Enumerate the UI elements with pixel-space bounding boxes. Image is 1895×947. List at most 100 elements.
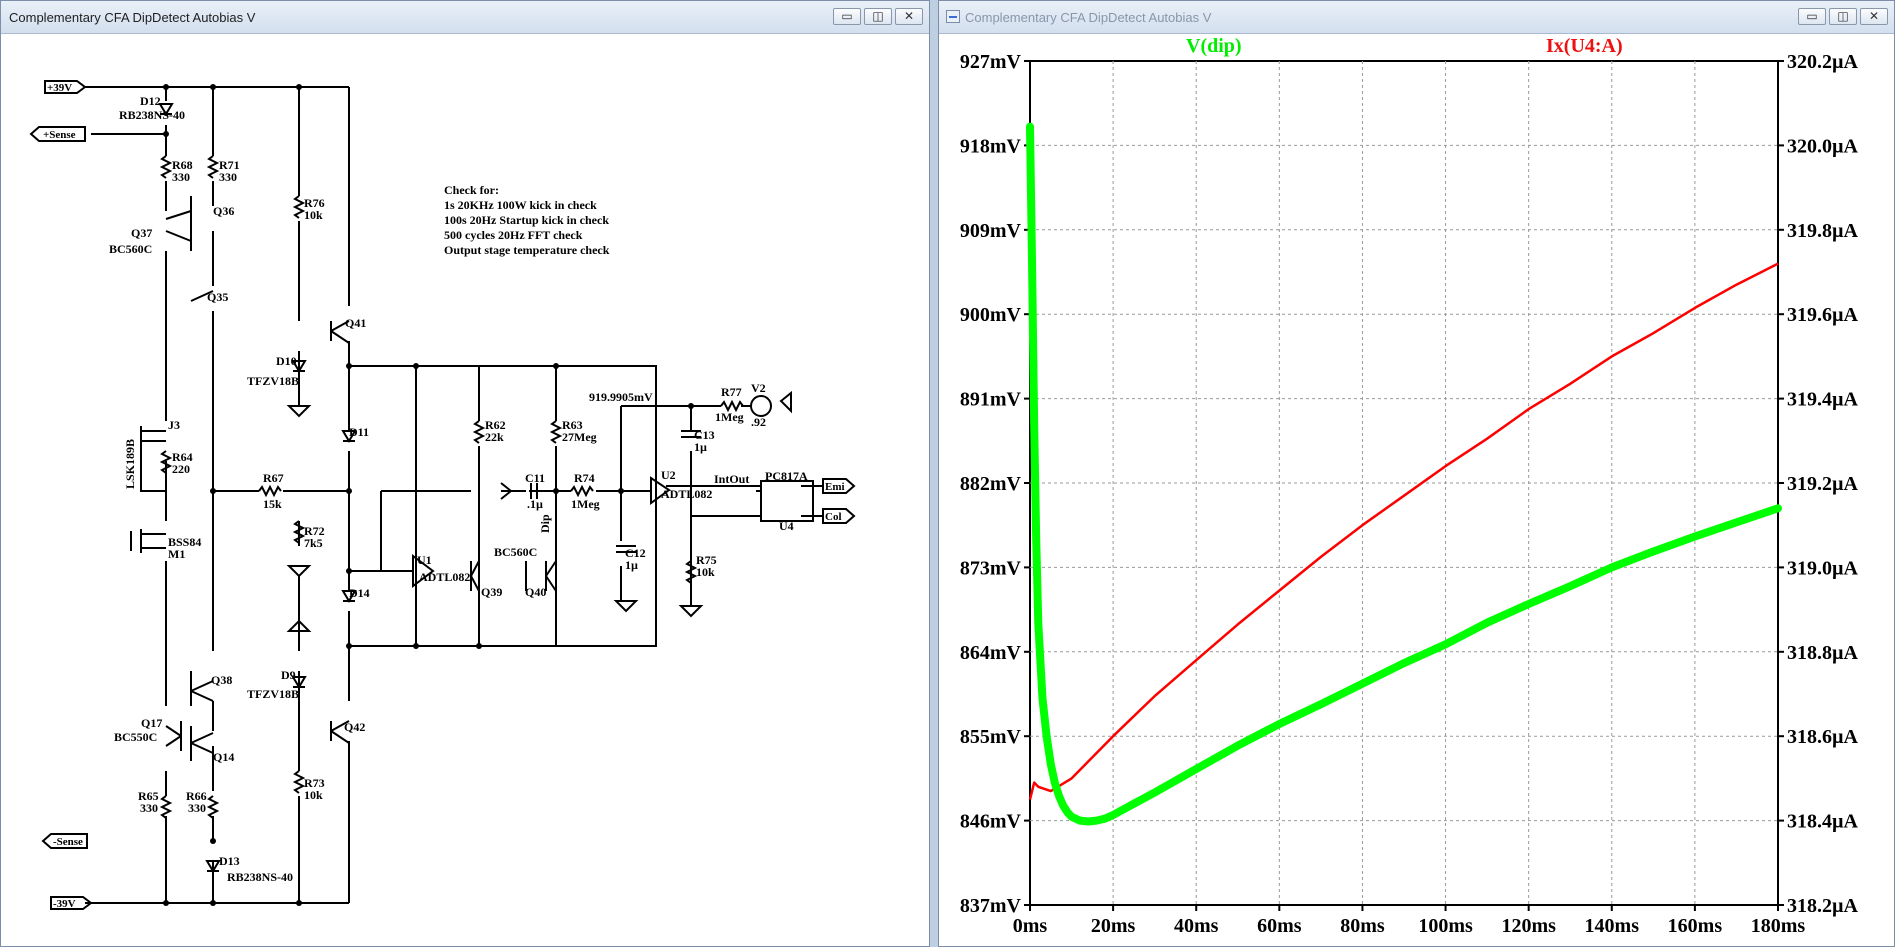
port-neg-supply: -39V: [53, 898, 76, 910]
y-right-tick-label: 319.6µA: [1787, 304, 1859, 326]
port-emi: Emi: [825, 481, 845, 493]
q40-label: Q40: [525, 585, 546, 599]
close-button[interactable]: ✕: [895, 8, 923, 25]
y-left-tick-label: 900mV: [960, 304, 1022, 326]
net-label-intout: IntOut: [714, 472, 749, 486]
r68-ref: R68: [172, 158, 193, 172]
y-left-tick-label: 882mV: [960, 473, 1022, 495]
maximize-button[interactable]: ◫: [864, 8, 892, 25]
minimize-button[interactable]: ▭: [1798, 8, 1826, 25]
y-right-tick-label: 320.2µA: [1787, 51, 1859, 73]
x-tick-label: 120ms: [1501, 915, 1556, 937]
r74-ref: R74: [574, 471, 595, 485]
c11-val: .1µ: [527, 497, 543, 511]
d9-val: TFZV18B: [247, 687, 299, 701]
d11-label: D11: [349, 425, 369, 439]
x-tick-label: 140ms: [1585, 915, 1640, 937]
r72-ref: R72: [304, 524, 325, 538]
q37-ref: Q37: [131, 226, 152, 240]
r74-val: 1Meg: [571, 497, 600, 511]
r65-val: 330: [140, 801, 158, 815]
plot-window[interactable]: Complementary CFA DipDetect Autobias V ▭…: [938, 0, 1895, 947]
port-pos-sense: +Sense: [43, 129, 76, 141]
q35-label: Q35: [207, 290, 228, 304]
r66-ref: R66: [186, 789, 207, 803]
q14-label: Q14: [213, 750, 234, 764]
note-line-2: 1s 20KHz 100W kick in check: [444, 198, 597, 212]
r64-val: 220: [172, 462, 190, 476]
r62-ref: R62: [485, 418, 506, 432]
d13-val: RB238NS-40: [227, 870, 293, 884]
legend-vdip[interactable]: V(dip): [1186, 35, 1242, 57]
plot-titlebar[interactable]: Complementary CFA DipDetect Autobias V ▭…: [939, 1, 1894, 34]
x-tick-label: 180ms: [1751, 915, 1806, 937]
net-label-dip: Dip: [538, 514, 552, 533]
r71-val: 330: [219, 170, 237, 184]
c13-ref: C13: [694, 428, 715, 442]
minimize-button[interactable]: ▭: [833, 8, 861, 25]
y-right-tick-label: 318.2µA: [1787, 895, 1859, 917]
x-tick-label: 60ms: [1257, 915, 1302, 937]
note-line-3: 100s 20Hz Startup kick in check: [444, 213, 609, 227]
u2-val: ADTL082: [661, 487, 712, 501]
y-right-tick-label: 319.0µA: [1787, 557, 1859, 579]
schematic-titlebar[interactable]: Complementary CFA DipDetect Autobias V ▭…: [1, 1, 929, 34]
schematic-junctions: [163, 84, 694, 906]
r66-val: 330: [188, 801, 206, 815]
d10-ref: D10: [276, 354, 297, 368]
y-right-tick-label: 319.4µA: [1787, 389, 1859, 411]
r67-val: 15k: [263, 497, 282, 511]
y-left-tick-label: 909mV: [960, 220, 1022, 242]
voltage-readout: 919.9905mV: [589, 390, 653, 404]
schematic-wires: [29, 80, 856, 910]
note-line-1: Check for:: [444, 183, 499, 197]
q41-label: Q41: [345, 316, 366, 330]
q17-val: BC550C: [114, 730, 157, 744]
x-tick-label: 20ms: [1091, 915, 1136, 937]
y-right-tick-label: 320.0µA: [1787, 135, 1859, 157]
plot-series: [1026, 122, 1782, 826]
u2-ref: U2: [661, 468, 676, 482]
series-vdip[interactable]: [1026, 122, 1782, 826]
d12-val: RB238NS-40: [119, 108, 185, 122]
schematic-window[interactable]: Complementary CFA DipDetect Autobias V ▭…: [0, 0, 930, 947]
note-line-5: Output stage temperature check: [444, 243, 610, 257]
r62-val: 22k: [485, 430, 504, 444]
y-left-tick-label: 927mV: [960, 51, 1022, 73]
u4-label: U4: [779, 519, 794, 533]
legend-ix-u4a[interactable]: Ix(U4:A): [1546, 35, 1623, 57]
j3-label: J3: [168, 418, 180, 432]
q38-label: Q38: [211, 673, 232, 687]
x-tick-label: 80ms: [1340, 915, 1385, 937]
r77-val: 1Meg: [715, 410, 744, 424]
c11-ref: C11: [525, 471, 545, 485]
y-left-tick-label: 918mV: [960, 135, 1022, 157]
series-ix-u4a[interactable]: [1028, 262, 1779, 800]
r63-val: 27Meg: [562, 430, 597, 444]
r67-ref: R67: [263, 471, 284, 485]
schematic-canvas[interactable]: +39V +Sense -Sense -39V Emi Col Check fo…: [1, 33, 929, 946]
port-pos-supply: +39V: [47, 82, 72, 94]
y-left-tick-label: 873mV: [960, 557, 1022, 579]
y-left-tick-label: 846mV: [960, 811, 1022, 833]
x-tick-label: 0ms: [1013, 915, 1048, 937]
r64-ref: R64: [172, 450, 193, 464]
maximize-button[interactable]: ◫: [1829, 8, 1857, 25]
close-button[interactable]: ✕: [1860, 8, 1888, 25]
r63-ref: R63: [562, 418, 583, 432]
q42-label: Q42: [344, 720, 365, 734]
y-right-tick-label: 318.6µA: [1787, 726, 1859, 748]
c13-val: 1µ: [694, 440, 707, 454]
v2-ref: V2: [751, 381, 766, 395]
y-left-tick-label: 837mV: [960, 895, 1022, 917]
d10-val: TFZV18B: [247, 374, 299, 388]
bc560c-label-2: BC560C: [494, 545, 537, 559]
x-tick-label: 160ms: [1668, 915, 1723, 937]
q17-ref: Q17: [141, 716, 162, 730]
c12-val: 1µ: [625, 558, 638, 572]
r76-ref: R76: [304, 196, 325, 210]
r73-val: 10k: [304, 788, 323, 802]
x-tick-label: 40ms: [1174, 915, 1219, 937]
